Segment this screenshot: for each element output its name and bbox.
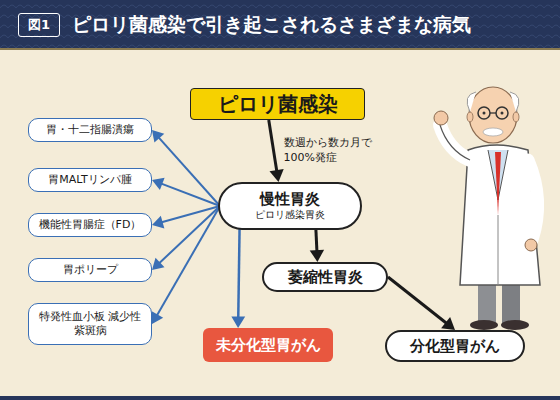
node-text: 胃MALTリンパ腫 [48,173,131,187]
disease-box: 胃・十二指腸潰瘍 [28,118,152,142]
node-text: ピロリ菌感染 [218,92,338,117]
node-text: 胃ポリープ [63,263,118,277]
node-text: 分化型胃がん [410,337,500,356]
disease-box: 特発性血小板 減少性紫斑病 [28,303,152,345]
atrophy-box: 萎縮性胃炎 [262,262,388,292]
arrow-connector [310,230,324,262]
cancer-box: 分化型胃がん [385,330,525,362]
arrow-connector [231,226,245,328]
figure-badge: 図1 [18,13,60,37]
arrow-connector [152,178,220,206]
source-box: ピロリ菌感染 [190,88,365,120]
arrow-connector [388,277,455,330]
node-text: 萎縮性胃炎 [288,268,363,287]
node-text: 特発性血小板 減少性紫斑病 [35,310,145,338]
node-text: 未分化型胃がん [216,336,321,355]
node-text: 機能性胃腸症（FD） [39,218,142,232]
arrow-connector [152,206,220,270]
node-subtext: ピロリ感染胃炎 [255,209,325,222]
cancer-box: 未分化型胃がん [203,328,333,362]
arrow-connector [152,206,220,324]
disease-box: 胃MALTリンパ腫 [28,168,152,192]
node-text: 慢性胃炎 [260,190,320,209]
disease-box: 胃ポリープ [28,258,152,282]
node-text: 胃・十二指腸潰瘍 [46,123,134,137]
title-text: ピロリ菌感染で引き起こされるさまざまな病気 [72,12,471,38]
edge-label: 数週から数カ月で 100%発症 [284,136,380,166]
arrow-connector [269,120,284,182]
disease-box: 機能性胃腸症（FD） [28,213,152,237]
footer-band [0,396,560,400]
arrow-connector [152,130,220,206]
gastritis-box: 慢性胃炎ピロリ感染胃炎 [218,182,362,230]
